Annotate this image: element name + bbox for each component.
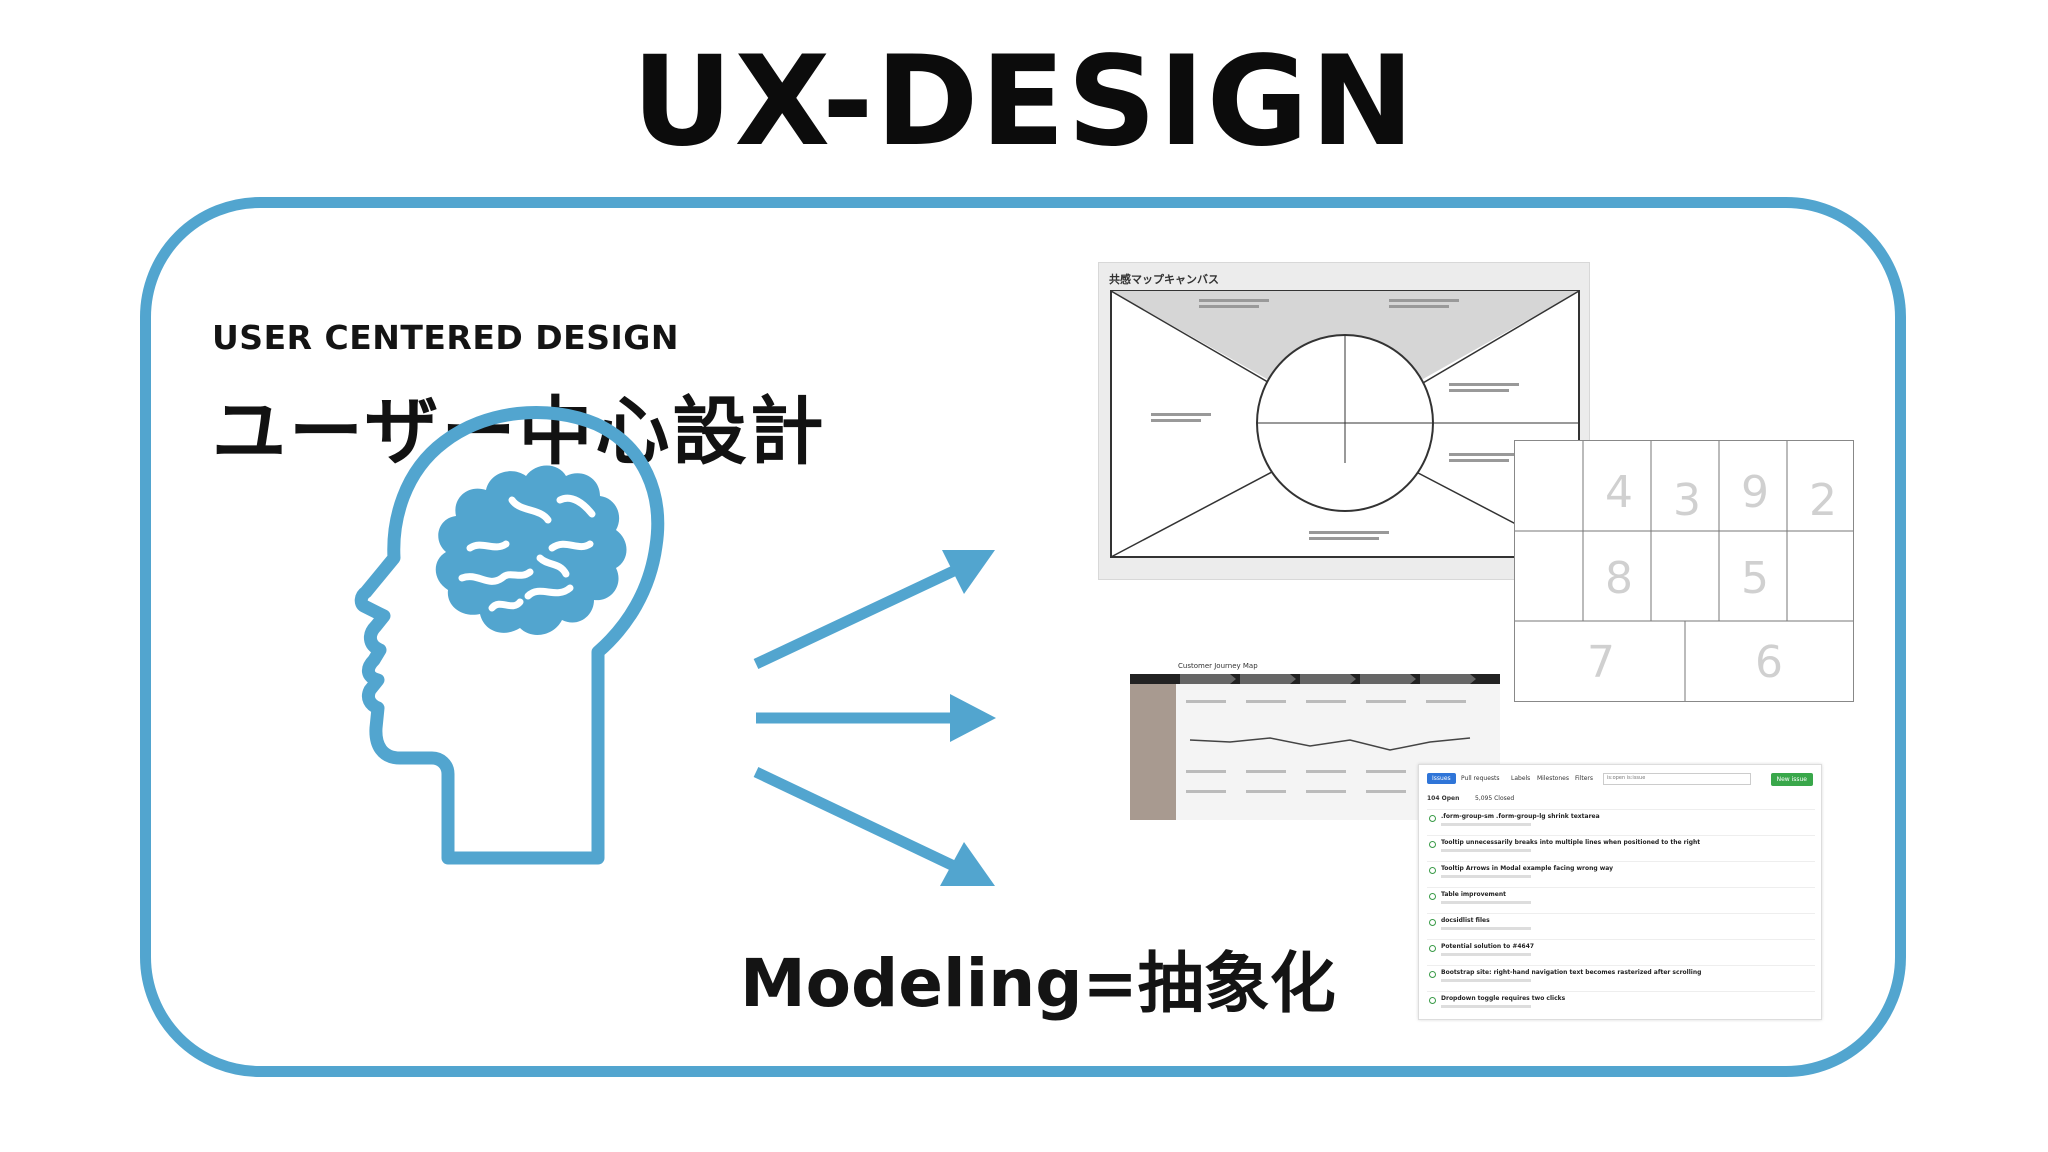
storyboard-thumbnail: 4 3 9 2 8 5 7 6 <box>1514 440 1854 702</box>
tab-labels: Labels <box>1511 775 1531 782</box>
rounded-frame <box>140 197 1906 1077</box>
issues-search-input: is:open is:issue <box>1603 773 1751 785</box>
issue-open-icon <box>1429 945 1436 952</box>
tab-pull-requests: Pull requests <box>1461 775 1500 782</box>
panel-number: 9 <box>1741 467 1769 518</box>
arrows <box>753 550 996 886</box>
tab-issues: Issues <box>1427 773 1456 784</box>
issue-open-icon <box>1429 867 1436 874</box>
empathy-map-thumbnail: 共感マップキャンバス <box>1098 262 1590 580</box>
panel-number: 7 <box>1587 637 1615 688</box>
caption: Modeling=抽象化 <box>740 945 1336 1022</box>
tab-milestones: Milestones <box>1537 775 1569 782</box>
journey-map-grid <box>1130 674 1500 820</box>
issue-title: docsidlist files <box>1441 917 1490 924</box>
issue-open-icon <box>1429 893 1436 900</box>
issue-title: Potential solution to #4647 <box>1441 943 1535 950</box>
empathy-map-title: 共感マップキャンバス <box>1109 273 1219 286</box>
panel-number: 5 <box>1741 553 1769 604</box>
slide-title: UX-DESIGN <box>631 30 1417 174</box>
issue-open-icon <box>1429 841 1436 848</box>
panel-number: 3 <box>1673 475 1701 526</box>
issue-row: docsidlist files <box>1427 913 1815 938</box>
issue-title: Table improvement <box>1441 891 1507 898</box>
brain-icon <box>435 465 627 635</box>
issue-title: Tooltip unnecessarily breaks into multip… <box>1441 839 1701 846</box>
storyboard-grid <box>1515 441 1853 701</box>
journey-map-title: Customer Journey Map <box>1178 662 1258 670</box>
issue-row: Tooltip unnecessarily breaks into multip… <box>1427 835 1815 860</box>
issue-open-icon <box>1429 971 1436 978</box>
filters-label: Filters <box>1575 775 1593 782</box>
issues-thumbnail: Issues Pull requests Labels Milestones F… <box>1418 764 1822 1020</box>
closed-count: 5,095 Closed <box>1475 795 1515 802</box>
issue-open-icon <box>1429 919 1436 926</box>
open-count: 104 Open <box>1427 795 1460 802</box>
issue-row: Bootstrap site: right-hand navigation te… <box>1427 965 1815 990</box>
issue-title: Tooltip Arrows in Modal example facing w… <box>1441 865 1614 872</box>
issue-open-icon <box>1429 815 1436 822</box>
issue-title: .form-group-sm .form-group-lg shrink tex… <box>1441 813 1600 820</box>
empathy-map-diagram <box>1110 290 1580 558</box>
japanese-title: ユーザー中心設計 <box>212 389 827 475</box>
panel-number: 2 <box>1809 475 1837 526</box>
journey-map-thumbnail: Customer Journey Map <box>1130 660 1500 820</box>
issue-row: .form-group-sm .form-group-lg shrink tex… <box>1427 809 1815 834</box>
issue-title: Dropdown toggle requires two clicks <box>1441 995 1566 1002</box>
panel-number: 4 <box>1605 467 1633 518</box>
panel-number: 6 <box>1755 637 1783 688</box>
issue-row: Table improvement <box>1427 887 1815 912</box>
issue-title: Bootstrap site: right-hand navigation te… <box>1441 969 1702 976</box>
head-icon <box>354 405 665 865</box>
issue-row: Tooltip Arrows in Modal example facing w… <box>1427 861 1815 886</box>
slide-subtitle: USER CENTERED DESIGN <box>212 318 679 357</box>
new-issue-button: New issue <box>1770 773 1813 786</box>
issue-row: Potential solution to #4647 <box>1427 939 1815 964</box>
issue-open-icon <box>1429 997 1436 1004</box>
panel-number: 8 <box>1605 553 1633 604</box>
issue-row: Dropdown toggle requires two clicks <box>1427 991 1815 1016</box>
